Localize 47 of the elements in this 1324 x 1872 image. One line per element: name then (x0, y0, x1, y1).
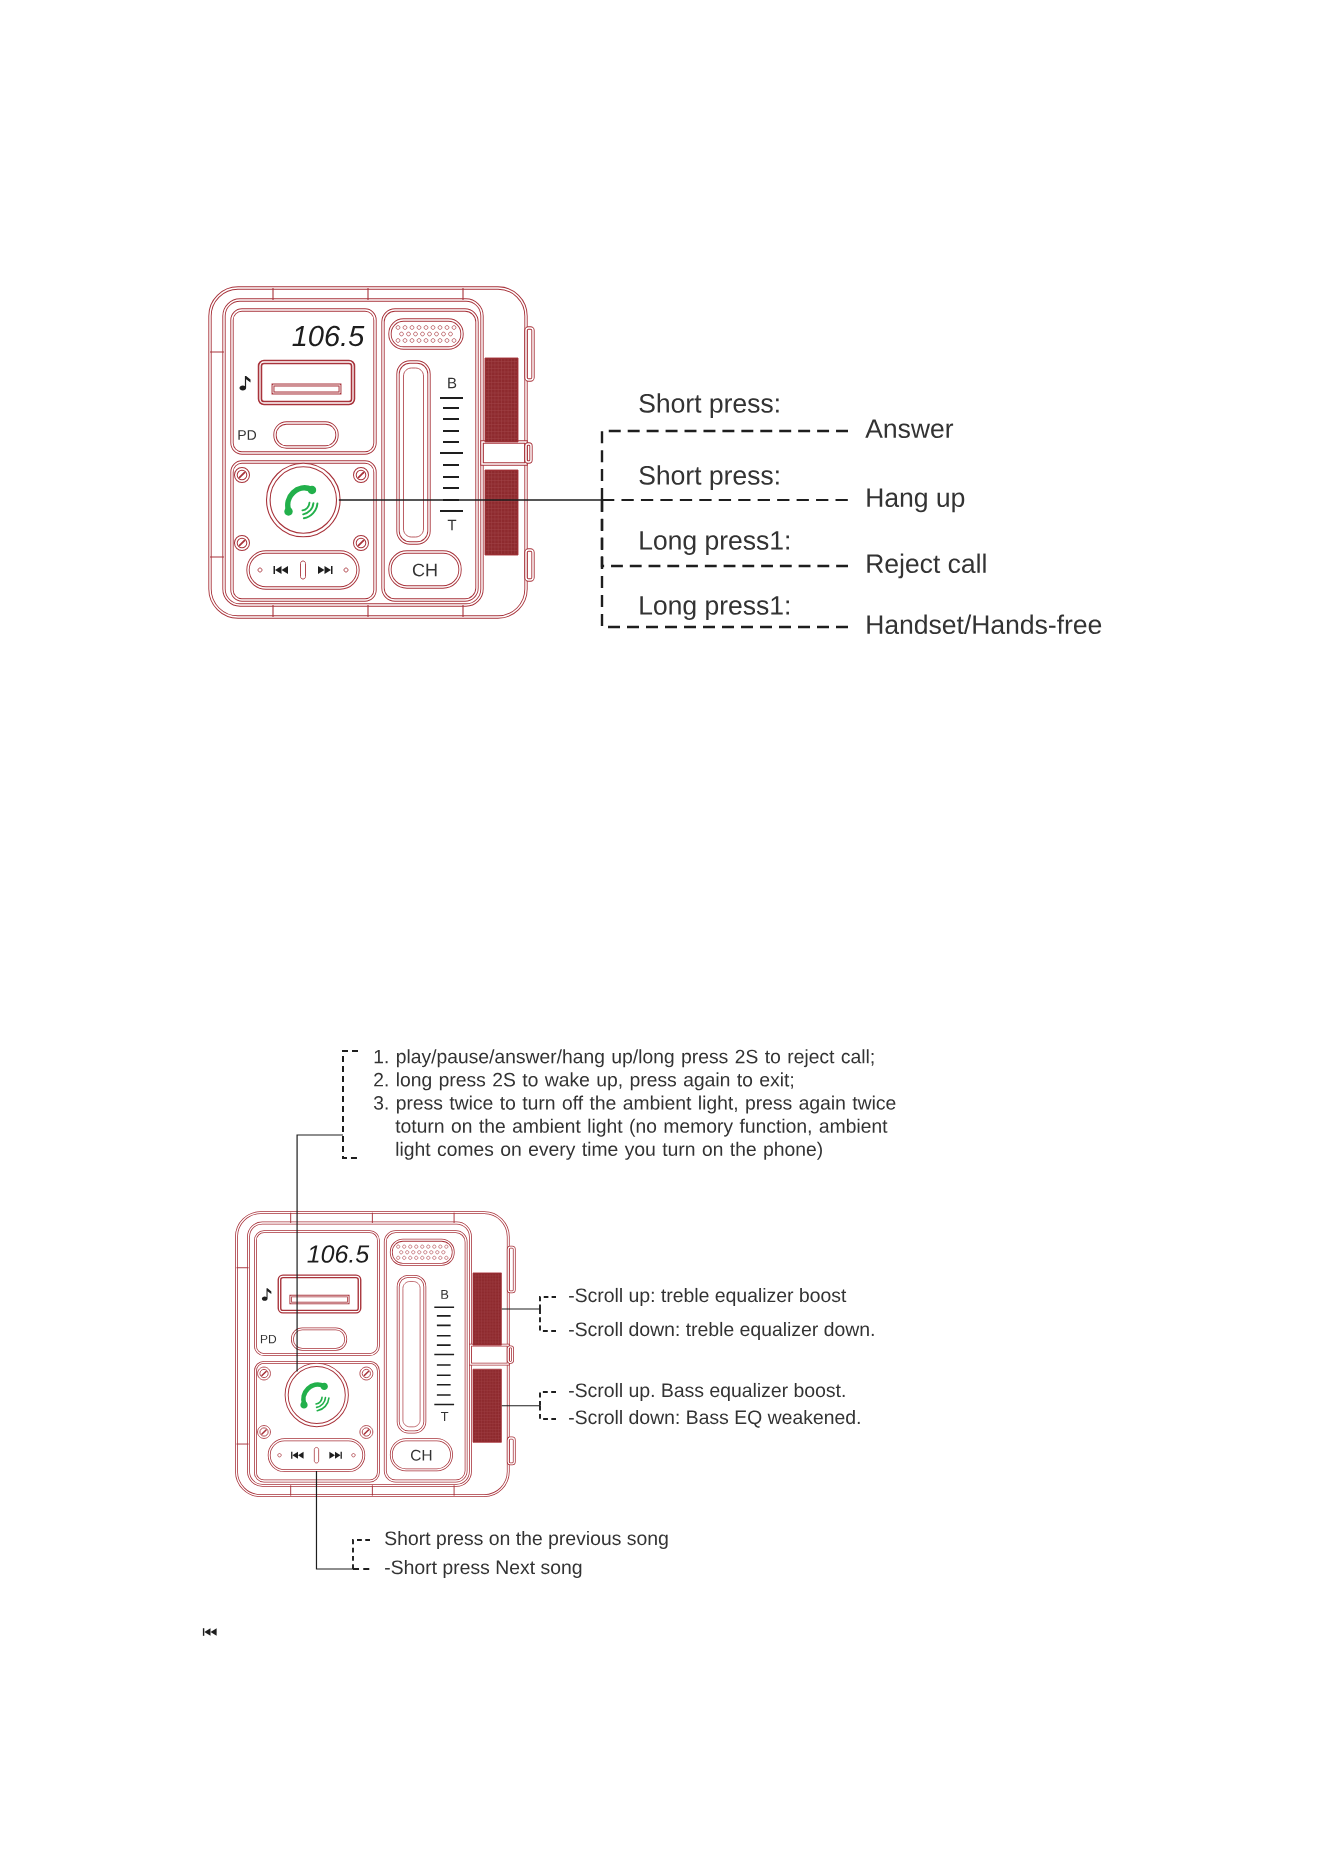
ch-button: CH (389, 1438, 453, 1472)
track-button (246, 550, 360, 590)
callout-text: Answer (865, 419, 954, 439)
scroll-wheel (484, 357, 519, 443)
display-readout: 106.5 (307, 1245, 370, 1263)
call-button (265, 462, 341, 538)
display-readout: 106.5 (292, 325, 365, 347)
edge-label: Short press: (639, 465, 779, 490)
leader-line (539, 1296, 557, 1310)
leader-line (602, 498, 848, 502)
callout-text: Handset/Hands-free (867, 614, 1102, 635)
callout-text: Hang up (867, 488, 965, 513)
leader-line (600, 500, 848, 629)
track-button (267, 1438, 366, 1473)
callout-text: -Scroll down: treble equalizer down. (569, 1321, 874, 1340)
ch-button: CH (388, 550, 462, 589)
edge-label: Long press1: (640, 596, 789, 620)
leader-line (539, 1391, 557, 1407)
callout-text: -Scroll up: treble equalizer boost (569, 1287, 847, 1306)
leader-line (352, 1568, 371, 1570)
scroll-wheel (484, 469, 519, 556)
scale-label: T (440, 1412, 449, 1421)
callout-text: -Short press Next song (385, 1559, 582, 1578)
leader-line (338, 499, 603, 501)
leader-line (600, 429, 848, 500)
scale-label: T (447, 519, 457, 531)
leader-line (539, 1308, 557, 1332)
port-label: PD (260, 1335, 277, 1344)
edge-label: Short press: (639, 393, 779, 418)
scale-label: B (448, 377, 457, 389)
leader-line (352, 1539, 371, 1570)
scale-label: B (441, 1289, 449, 1299)
leader-line (501, 1405, 541, 1407)
port-label: PD (238, 430, 257, 440)
callout-text: Short press on the previous song (385, 1530, 668, 1549)
instruction-text: 1. play/pause/answer/hang up/long press 2S to reject call; 2. long press 2S to wake up, press again to exit; 3. press twice to turn off the ambient light, press again twice toturn on the ambient light (no memory function, ambient light comes on every time you turn on the phone) (373, 1049, 896, 1160)
callout-text: -Scroll up. Bass equalizer boost. (569, 1382, 845, 1401)
leader-line (501, 1308, 541, 1310)
edge-label: Long press1: (640, 531, 789, 555)
scroll-wheel (472, 1272, 502, 1346)
call-button (284, 1362, 349, 1428)
leader-line (539, 1404, 557, 1420)
leader-line (315, 1470, 354, 1570)
callout-text: Reject call (867, 553, 986, 579)
leader-line (296, 1134, 344, 1373)
callout-text: -Scroll down: Bass EQ weakened. (569, 1409, 860, 1428)
scroll-wheel (472, 1368, 502, 1443)
